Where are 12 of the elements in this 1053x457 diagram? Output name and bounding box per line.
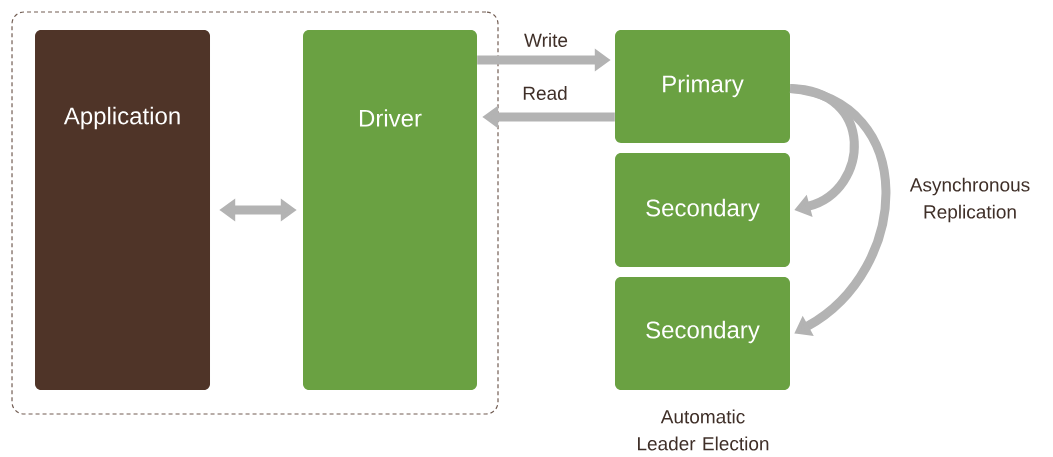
arrow bbox=[789, 84, 891, 336]
edge-label: Read bbox=[523, 86, 567, 100]
application-box: Application bbox=[35, 30, 210, 390]
process-box: Driver bbox=[303, 30, 477, 390]
process-box: Primary bbox=[615, 30, 790, 143]
process-box: Secondary bbox=[615, 277, 790, 390]
note-label: Asynchronous Replication bbox=[909, 177, 1030, 223]
process-box: Secondary bbox=[615, 153, 790, 267]
edge-label: Write bbox=[524, 33, 568, 47]
note-label: Automatic Leader Election bbox=[638, 409, 769, 451]
arrow bbox=[789, 84, 859, 218]
group-frame bbox=[11, 11, 499, 415]
